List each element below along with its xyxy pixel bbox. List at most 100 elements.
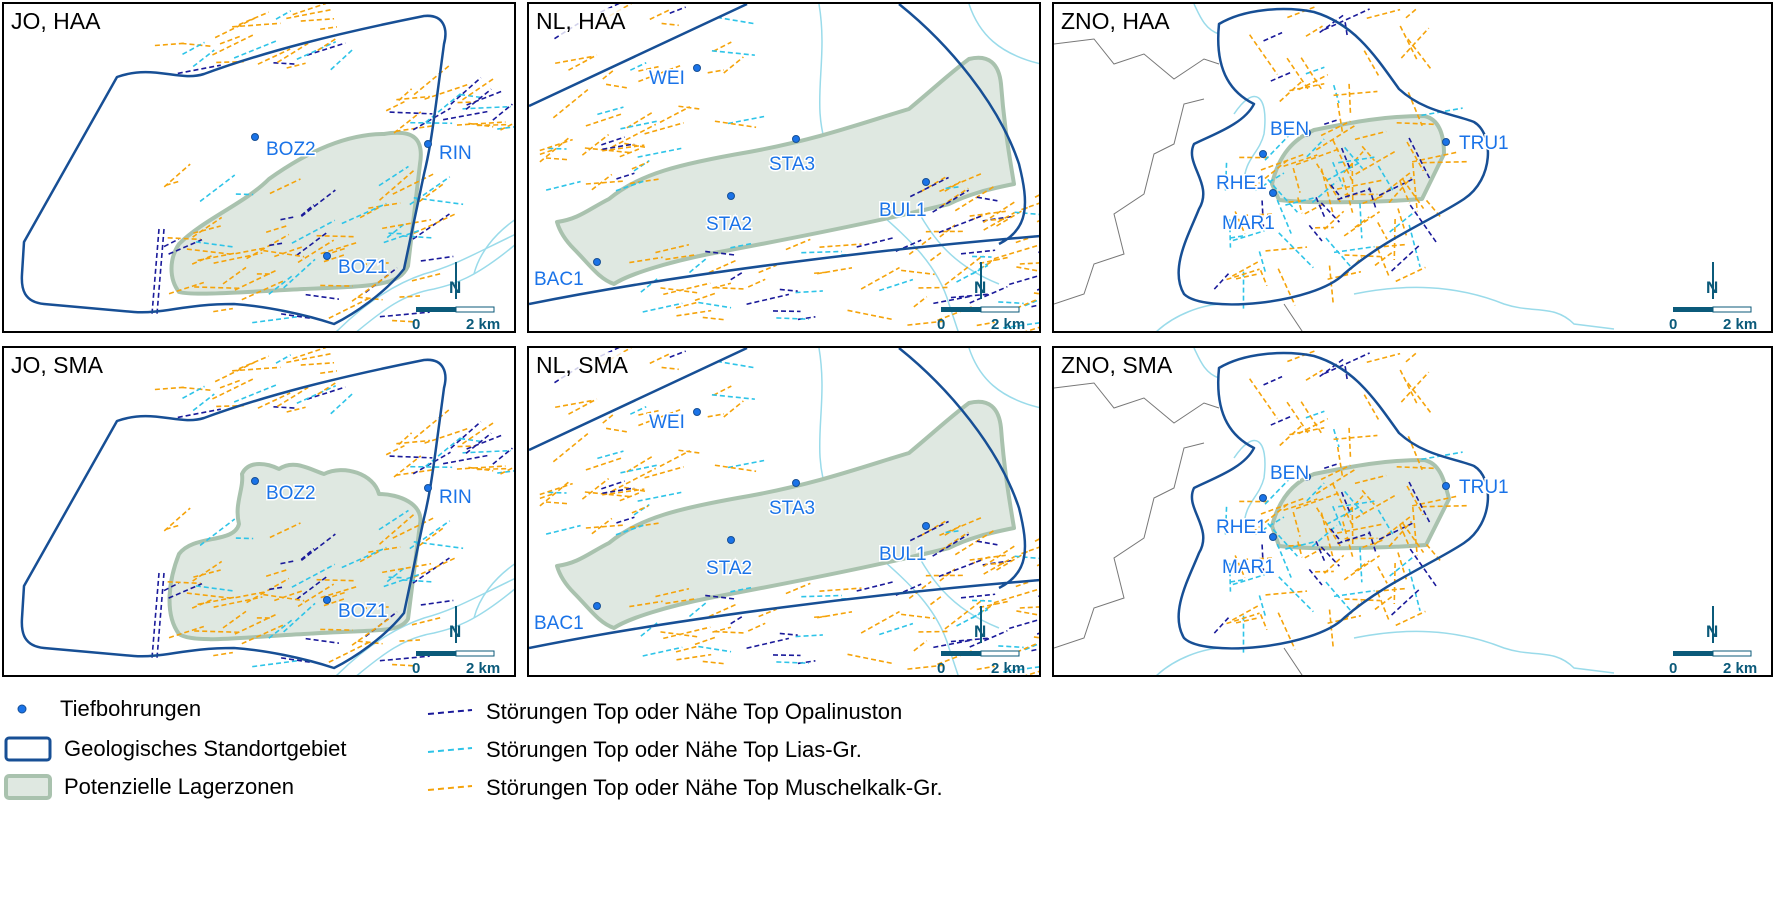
well-marker[interactable] [792,479,800,487]
fault-line [1034,538,1039,542]
fault-line [412,213,450,240]
well-marker[interactable] [727,192,735,200]
fault-line [1366,8,1401,20]
scale-end-label: 2 km [466,660,500,677]
well-marker[interactable] [593,258,601,266]
well-marker[interactable] [1442,482,1450,490]
well-marker[interactable] [792,135,800,143]
well-marker[interactable] [593,602,601,610]
fault-line [933,295,974,305]
fault-line [216,60,244,64]
well-marker[interactable] [922,522,930,530]
legend-wells: Tiefbohrungen [14,696,201,722]
fault-line [1285,540,1316,550]
fault-line [1036,219,1039,223]
fault-line [1228,563,1232,592]
fault-line [1340,491,1352,515]
fault-line [461,421,495,445]
fault-line [548,491,567,494]
fault-line [1306,138,1325,158]
fault-line [280,313,311,320]
well-marker[interactable] [1269,189,1277,197]
fault-line [539,492,556,500]
fault-line [1344,366,1349,382]
fault-line [1286,401,1310,435]
well-marker[interactable] [1259,150,1267,158]
fault-line [361,606,389,610]
fault-line [300,533,336,562]
fault-line [300,361,335,366]
fault-line [492,447,513,465]
fault-line [878,278,914,292]
fault-line [1399,180,1411,204]
scale-end-label: 2 km [1723,316,1757,333]
fault-line [276,386,309,408]
well-marker[interactable] [251,477,259,485]
well-marker[interactable] [727,536,735,544]
well-marker[interactable] [424,140,432,148]
fault-line [1425,543,1443,563]
well-label: RHE1 [1216,173,1267,194]
fault-line [1343,554,1381,581]
fault-line [971,607,988,619]
fault-line [1235,272,1260,280]
well-marker[interactable] [323,252,331,260]
fault-line [497,126,514,130]
fault-line [197,596,235,606]
fault-line [711,393,755,400]
fault-line [901,613,935,620]
fault-line [539,136,571,163]
fault-line [714,630,744,634]
well-marker[interactable] [693,64,701,72]
fault-line [193,569,221,578]
well-marker[interactable] [323,596,331,604]
fault-line [181,42,213,48]
fault-line [723,400,744,418]
fault-line [296,232,327,256]
fault-line [410,121,453,125]
river [356,244,514,331]
well-marker[interactable] [922,178,930,186]
well-marker[interactable] [1303,473,1311,481]
well-marker[interactable] [693,408,701,416]
well-marker[interactable] [1259,494,1267,502]
fault-line [1297,197,1303,214]
fault-line [663,282,711,296]
fault-line [257,392,291,409]
fault-line [631,505,649,514]
fault-line [216,404,244,408]
dashed-line-icon [427,709,473,715]
fault-line [1332,139,1353,181]
fault-line [983,211,1015,231]
fault-line [1323,118,1340,126]
fault-line [545,180,581,191]
fault-line [909,520,949,542]
fault-line [585,524,624,529]
fault-line [1248,34,1278,75]
well-marker[interactable] [424,484,432,492]
fault-line [1298,418,1329,435]
fault-line [151,572,160,659]
well-marker[interactable] [251,133,259,141]
well-marker[interactable] [1442,138,1450,146]
well-marker[interactable] [1303,129,1311,137]
fault-line [626,110,655,129]
fault-line [182,385,205,400]
fault-line [776,317,809,321]
fault-line [1359,203,1363,239]
fault-line [585,457,622,471]
fault-line [758,608,777,618]
fault-line [442,454,488,465]
national-border [1283,303,1303,331]
fault-line [1405,7,1419,19]
fault-line [330,393,354,415]
fault-line [1320,202,1340,223]
well-marker[interactable] [1269,533,1277,541]
fault-line [1374,595,1393,611]
fault-line [450,421,482,449]
legend-wells-label: Tiefbohrungen [60,696,202,721]
